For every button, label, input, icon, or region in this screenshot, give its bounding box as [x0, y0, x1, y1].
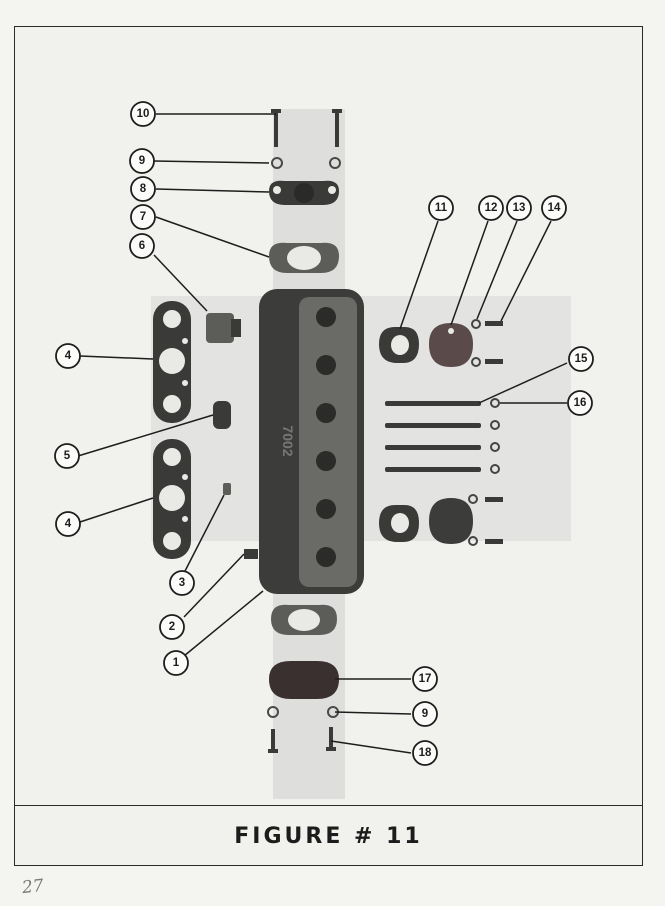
bolt-bottom-right — [326, 727, 336, 751]
cover-plate-12-lower — [429, 498, 473, 544]
svg-text:14: 14 — [548, 202, 561, 214]
svg-text:11: 11 — [435, 202, 448, 214]
callout-13: 13 — [506, 195, 532, 221]
nuts-16 — [490, 398, 500, 474]
exploded-parts-photo: 7002 — [54, 101, 594, 799]
svg-text:4: 4 — [65, 350, 72, 362]
manifold-body: 7002 — [259, 289, 364, 594]
callout-1: 1 — [163, 650, 189, 676]
outlet-flange — [269, 180, 339, 205]
small-plug — [223, 483, 231, 495]
page-number: 27 — [21, 875, 45, 899]
callout-4-upper: 4 — [55, 343, 81, 369]
callout-18: 18 — [412, 740, 438, 766]
screw-14-lower — [485, 497, 503, 502]
washer-13 — [471, 319, 481, 329]
manifold-gasket-lower — [153, 439, 191, 559]
svg-text:17: 17 — [419, 673, 432, 685]
svg-text:9: 9 — [422, 708, 428, 720]
svg-text:6: 6 — [139, 240, 145, 252]
cover-plate-17 — [269, 661, 339, 699]
bolt-top-right — [332, 109, 342, 147]
callout-2: 2 — [159, 614, 185, 640]
bolt-top-left — [271, 109, 281, 147]
svg-text:3: 3 — [179, 577, 185, 589]
flange-gasket-top — [269, 242, 339, 273]
figure-caption: FIGURE # 11 — [234, 823, 423, 849]
callout-9-top: 9 — [129, 148, 155, 174]
callout-4-lower: 4 — [55, 511, 81, 537]
callout-12: 12 — [478, 195, 504, 221]
screw-14-lower-b — [485, 539, 503, 544]
callout-14: 14 — [541, 195, 567, 221]
svg-text:2: 2 — [169, 621, 175, 633]
part-marking: 7002 — [280, 425, 296, 456]
svg-text:8: 8 — [140, 183, 147, 195]
leader-lines — [77, 113, 568, 754]
svg-text:7: 7 — [140, 211, 146, 223]
callout-9-bottom: 9 — [412, 701, 438, 727]
side-stud — [244, 549, 258, 559]
washer-13b — [471, 357, 481, 367]
screw-14b — [485, 359, 503, 364]
svg-text:9: 9 — [139, 155, 145, 167]
studs-15 — [385, 401, 481, 472]
callout-7: 7 — [130, 204, 156, 230]
svg-text:13: 13 — [513, 202, 526, 214]
callout-17: 17 — [412, 666, 438, 692]
washer-top-right — [329, 157, 341, 169]
callout-5: 5 — [54, 443, 80, 469]
flange-gasket-bottom — [271, 604, 337, 635]
svg-text:5: 5 — [64, 450, 71, 462]
svg-text:12: 12 — [485, 202, 498, 214]
callout-15: 15 — [568, 346, 594, 372]
callout-6: 6 — [129, 233, 155, 259]
svg-text:15: 15 — [575, 353, 588, 365]
washer-top-left — [271, 157, 283, 169]
pipe-nipple — [213, 401, 231, 429]
callout-3: 3 — [169, 570, 195, 596]
screw-14 — [485, 321, 503, 326]
callout-11: 11 — [428, 195, 454, 221]
washer-13-lower — [468, 494, 478, 504]
callout-16: 16 — [567, 390, 593, 416]
elbow-fitting — [206, 313, 241, 343]
washer-13-lower-b — [468, 536, 478, 546]
svg-text:4: 4 — [65, 518, 72, 530]
gasket-11-lower — [379, 504, 419, 542]
svg-text:16: 16 — [574, 397, 587, 409]
manifold-gasket-upper — [153, 301, 191, 423]
bolt-bottom-left — [268, 729, 278, 753]
washer-bottom-left — [267, 706, 279, 718]
figure-frame: 7002 — [14, 26, 643, 866]
gasket-11 — [379, 326, 419, 363]
svg-text:18: 18 — [419, 747, 432, 759]
svg-text:1: 1 — [173, 657, 180, 669]
cover-plate-12 — [429, 323, 473, 367]
callout-8: 8 — [130, 176, 156, 202]
callout-10: 10 — [130, 101, 156, 127]
svg-text:10: 10 — [137, 108, 150, 120]
caption-bar: FIGURE # 11 — [14, 805, 643, 866]
